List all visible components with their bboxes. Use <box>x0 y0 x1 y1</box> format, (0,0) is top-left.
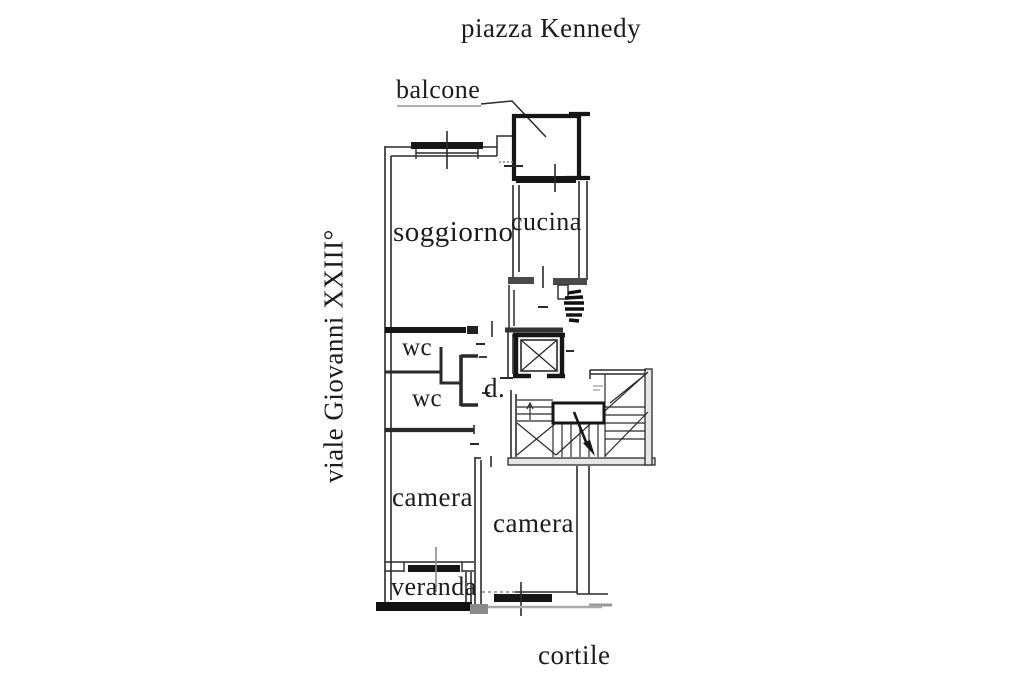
wall-soggiorno-wc <box>385 321 493 345</box>
room-label-wc-bottom: wc <box>412 385 443 412</box>
cucina-walls <box>512 181 588 280</box>
room-label-soggiorno: soggiorno <box>393 216 514 248</box>
room-label-wc-top: wc <box>402 334 433 361</box>
room-label-cucina: cucina <box>511 207 582 236</box>
wall-between-cameras <box>470 443 492 604</box>
room-label-veranda: veranda <box>391 572 477 601</box>
elevator-icon <box>500 327 574 379</box>
cucina-wall-foot <box>508 277 534 284</box>
wc-partitions <box>385 347 490 434</box>
balcone-outline <box>511 111 590 181</box>
window-symbol-cucina <box>516 164 576 192</box>
window-symbol-soggiorno <box>411 131 483 169</box>
balcone-leader-line <box>397 100 547 138</box>
room-label-camera-right: camera <box>493 508 574 538</box>
area-label-viale: viale Giovanni XXIII° <box>318 229 349 483</box>
area-label-piazza: piazza Kennedy <box>461 13 642 43</box>
exterior-wall-left <box>384 146 392 607</box>
window-symbol-camera-left <box>385 547 474 592</box>
camera-right-wall <box>576 466 612 607</box>
area-label-cortile: cortile <box>538 640 611 670</box>
room-label-balcone: balcone <box>396 75 481 104</box>
room-label-camera-left: camera <box>392 482 473 512</box>
room-label-disimpegno: d. <box>484 373 506 403</box>
veranda-walls <box>376 572 488 614</box>
vestibule-wall <box>508 285 515 330</box>
entrance-door-icon <box>564 289 584 323</box>
stairs-icon <box>507 368 656 466</box>
